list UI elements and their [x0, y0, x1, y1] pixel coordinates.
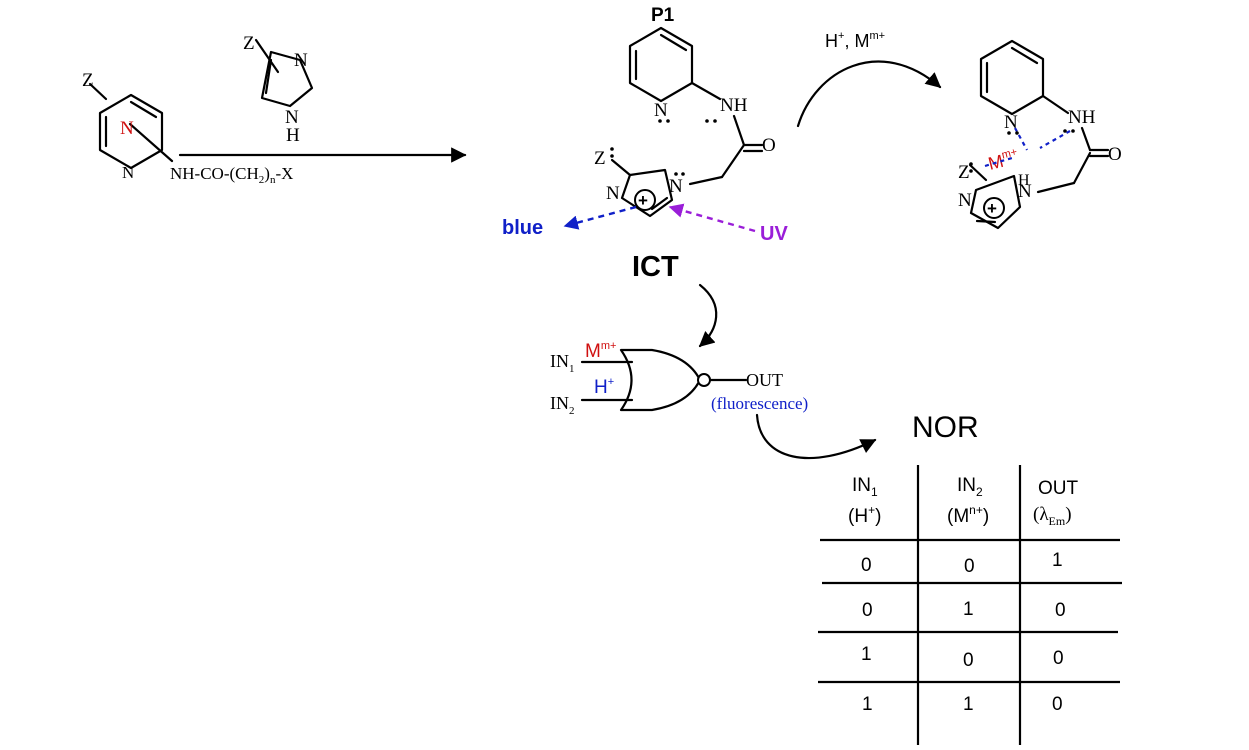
table-cell: 0 — [862, 600, 873, 621]
uv-excitation-arrow — [668, 203, 756, 233]
binding-reagents-label: H+, Mm+ — [825, 30, 885, 51]
p1-n-pyridine-label: N — [654, 100, 668, 121]
svg-text:(H+): (H+) — [848, 503, 881, 527]
complex-o-label: O — [1108, 144, 1122, 165]
gate-proton-label: H+ — [594, 376, 614, 398]
complex-n-left-label: N — [958, 190, 972, 211]
truth-table-header-out: OUT (λEm) — [1033, 478, 1079, 528]
gate-to-table-arrow — [755, 413, 877, 460]
reactant-n-red-label: N — [120, 118, 134, 139]
complex-h-label: H — [1018, 172, 1030, 189]
table-cell: 0 — [1052, 694, 1063, 715]
p1-nh-label: NH — [720, 95, 748, 116]
svg-text:OUT: OUT — [1038, 478, 1079, 499]
table-row: 1 0 0 — [861, 644, 1064, 671]
p1-z-label: Z — [594, 148, 606, 169]
imidazole-n-top-label: N — [294, 50, 308, 71]
ict-label: ICT — [632, 251, 679, 283]
svg-text:(λEm): (λEm) — [1033, 504, 1072, 528]
imidazole-reagent: Z N N H — [243, 33, 314, 146]
blue-emission-arrow — [563, 205, 637, 230]
gate-out-label: OUT — [746, 370, 783, 390]
complex-n-pyridine-label: N — [1004, 112, 1018, 133]
p1-label: P1 — [651, 5, 675, 26]
p1-n-right-label: N — [669, 176, 683, 197]
imidazole-n-bottom-label: N — [285, 107, 299, 128]
table-row: 0 1 0 — [862, 599, 1066, 621]
complex-plus-sign: + — [987, 199, 997, 218]
table-cell: 0 — [1055, 600, 1066, 621]
p1-plus-sign: + — [638, 191, 648, 210]
reactant-pyridine: Z N N NH-CO-(CH2)n-X — [82, 70, 293, 186]
ict-to-gate-arrow — [698, 283, 718, 348]
table-cell: 1 — [963, 599, 974, 620]
table-cell: 0 — [861, 555, 872, 576]
p1-n-left-label: N — [606, 183, 620, 204]
svg-text:IN2: IN2 — [957, 475, 983, 499]
table-cell: 1 — [861, 644, 872, 665]
p1-molecule: + N NH O Z N N — [594, 26, 776, 218]
svg-text:(Mn+): (Mn+) — [947, 503, 989, 527]
uv-label: UV — [760, 223, 788, 245]
table-row: 0 0 1 — [861, 550, 1063, 577]
table-cell: 0 — [964, 556, 975, 577]
imidazole-z-label: Z — [243, 33, 255, 54]
truth-table: IN1 (H+) IN2 (Mn+) OUT (λEm) 0 0 1 0 1 0… — [818, 465, 1122, 745]
reactant-chain-label: NH-CO-(CH2)n-X — [170, 164, 293, 186]
complex-nh-label: NH — [1068, 107, 1096, 128]
binding-arrow — [796, 60, 942, 128]
table-cell: 1 — [963, 694, 974, 715]
svg-text:IN1: IN1 — [852, 475, 878, 499]
complex-z-label: Z — [958, 162, 970, 183]
table-cell: 0 — [1053, 648, 1064, 669]
reactant-z-label: Z — [82, 70, 94, 91]
truth-table-title: NOR — [912, 411, 979, 444]
complex-n-right-label: N — [1018, 181, 1032, 202]
metal-complex-molecule: + N NH O Z N N H Mm+ — [958, 39, 1122, 230]
gate-metal-label: Mm+ — [585, 340, 616, 362]
table-cell: 1 — [1052, 550, 1063, 571]
truth-table-header-in1: IN1 (H+) — [848, 475, 881, 527]
blue-label: blue — [502, 217, 543, 239]
nor-gate: IN1 IN2 Mm+ H+ OUT (fluorescence) — [550, 340, 808, 417]
truth-table-header-in2: IN2 (Mn+) — [947, 475, 989, 527]
table-row: 1 1 0 — [862, 694, 1063, 715]
reactant-n-label: N — [122, 163, 134, 182]
table-cell: 0 — [963, 650, 974, 671]
table-cell: 1 — [862, 694, 873, 715]
imidazole-h-label: H — [286, 125, 300, 146]
gate-in1-label: IN1 — [550, 351, 575, 375]
gate-out-note: (fluorescence) — [711, 394, 808, 413]
p1-o-label: O — [762, 135, 776, 156]
gate-in2-label: IN2 — [550, 393, 575, 417]
